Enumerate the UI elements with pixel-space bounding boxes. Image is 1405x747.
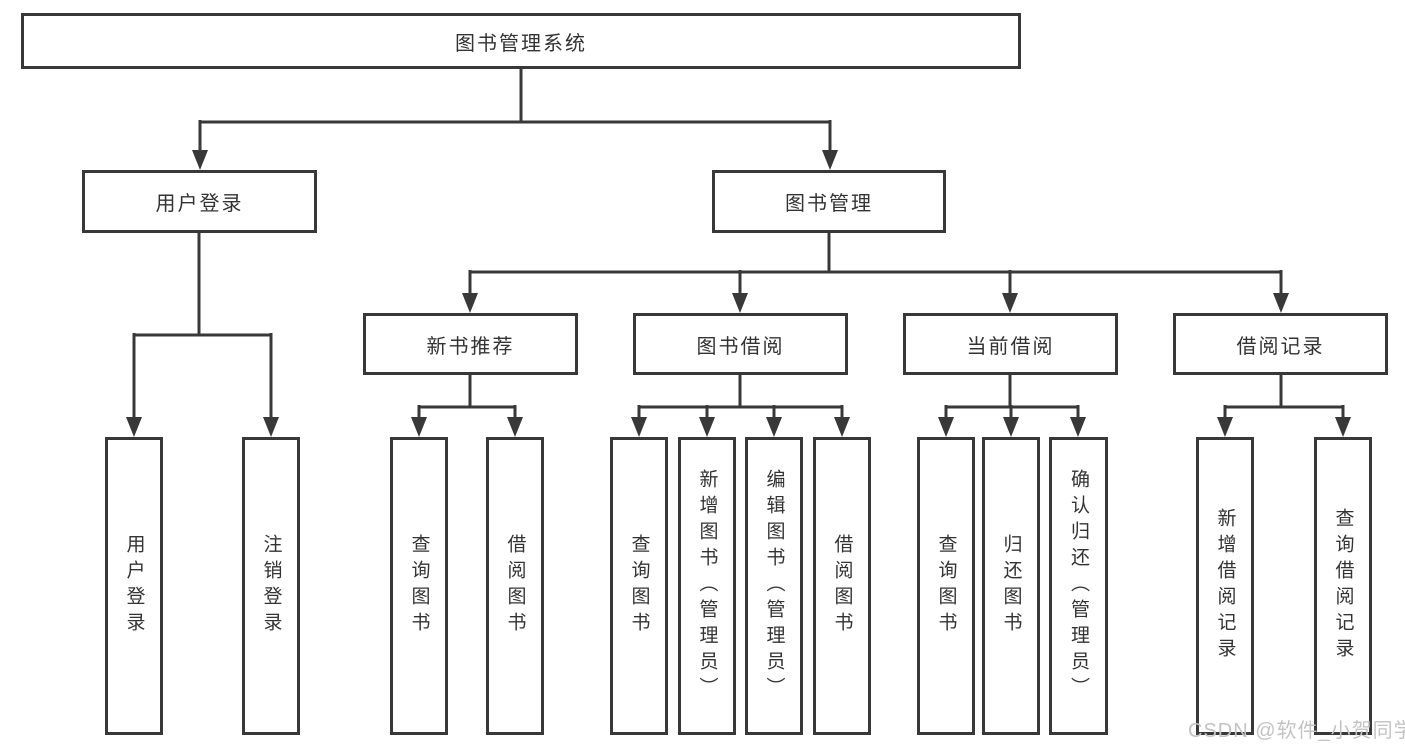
node-label: 借阅记录 xyxy=(1236,335,1325,358)
arrow-down-icon xyxy=(507,417,523,437)
node-label: 图书管理 xyxy=(785,193,873,215)
leaf-borrow-books-1: 借阅图书 xyxy=(486,437,544,735)
node-label: 图书借阅 xyxy=(696,335,785,358)
arrow-down-icon xyxy=(938,417,954,437)
node-label: 归还图书 xyxy=(1000,534,1022,638)
node-label: 编辑图书（管理员） xyxy=(763,469,785,703)
node-label: 借阅图书 xyxy=(504,534,526,638)
node-borrowing-records: 借阅记录 xyxy=(1173,313,1388,375)
arrow-down-icon xyxy=(1002,293,1018,313)
arrow-down-icon xyxy=(192,150,208,170)
arrow-down-icon xyxy=(732,293,748,313)
csdn-watermark: CSDN @软件_小贺同学 xyxy=(1188,720,1405,742)
node-label: 查询借阅记录 xyxy=(1332,508,1354,664)
node-new-book-recommendation: 新书推荐 xyxy=(363,313,578,375)
leaf-add-borrow-record: 新增借阅记录 xyxy=(1196,437,1254,735)
arrow-down-icon xyxy=(1217,417,1233,437)
node-label: 新增借阅记录 xyxy=(1214,508,1236,664)
node-label: 用户登录 xyxy=(123,534,145,638)
connector-path xyxy=(132,69,1345,421)
node-label: 当前借阅 xyxy=(966,335,1055,358)
arrowheads xyxy=(126,150,1351,437)
node-book-borrowing: 图书借阅 xyxy=(633,313,848,375)
arrow-down-icon xyxy=(462,293,478,313)
node-label: 借阅图书 xyxy=(831,534,853,638)
node-label: 用户登录 xyxy=(155,193,244,215)
node-user-login: 用户登录 xyxy=(82,170,317,233)
arrow-down-icon xyxy=(834,417,850,437)
node-label: 确认归还（管理员） xyxy=(1068,469,1089,703)
arrow-down-icon xyxy=(263,417,279,437)
node-label: 查询图书 xyxy=(628,534,650,638)
arrow-down-icon xyxy=(1273,293,1289,313)
arrow-down-icon xyxy=(411,417,427,437)
arrow-down-icon xyxy=(1003,417,1019,437)
leaf-logout: 注销登录 xyxy=(242,437,300,735)
node-library-management-system: 图书管理系统 xyxy=(21,13,1021,69)
node-label: 图书管理系统 xyxy=(455,32,587,55)
arrow-down-icon xyxy=(699,417,715,437)
leaf-query-books-2: 查询图书 xyxy=(610,437,668,735)
node-label: 注销登录 xyxy=(260,534,282,638)
arrow-down-icon xyxy=(126,417,142,437)
node-label: 查询图书 xyxy=(935,534,957,638)
arrow-down-icon xyxy=(1335,417,1351,437)
leaf-user-login: 用户登录 xyxy=(105,437,163,735)
arrow-down-icon xyxy=(631,417,647,437)
arrow-down-icon xyxy=(1070,417,1086,437)
leaf-query-books-1: 查询图书 xyxy=(390,437,448,735)
node-current-borrowing: 当前借阅 xyxy=(903,313,1118,375)
node-label: 新增图书（管理员） xyxy=(696,469,718,703)
leaf-confirm-return-admin: 确认归还（管理员） xyxy=(1049,437,1108,735)
node-label: 查询图书 xyxy=(408,534,430,638)
leaf-query-books-3: 查询图书 xyxy=(917,437,975,735)
leaf-borrow-books-2: 借阅图书 xyxy=(813,437,871,735)
leaf-query-borrow-record: 查询借阅记录 xyxy=(1314,437,1372,735)
node-label: 新书推荐 xyxy=(426,335,515,358)
leaf-add-book-admin: 新增图书（管理员） xyxy=(678,437,736,735)
arrow-down-icon xyxy=(766,417,782,437)
leaf-return-book: 归还图书 xyxy=(982,437,1040,735)
arrow-down-icon xyxy=(822,150,838,170)
leaf-edit-book-admin: 编辑图书（管理员） xyxy=(745,437,803,735)
node-book-management: 图书管理 xyxy=(712,170,946,233)
